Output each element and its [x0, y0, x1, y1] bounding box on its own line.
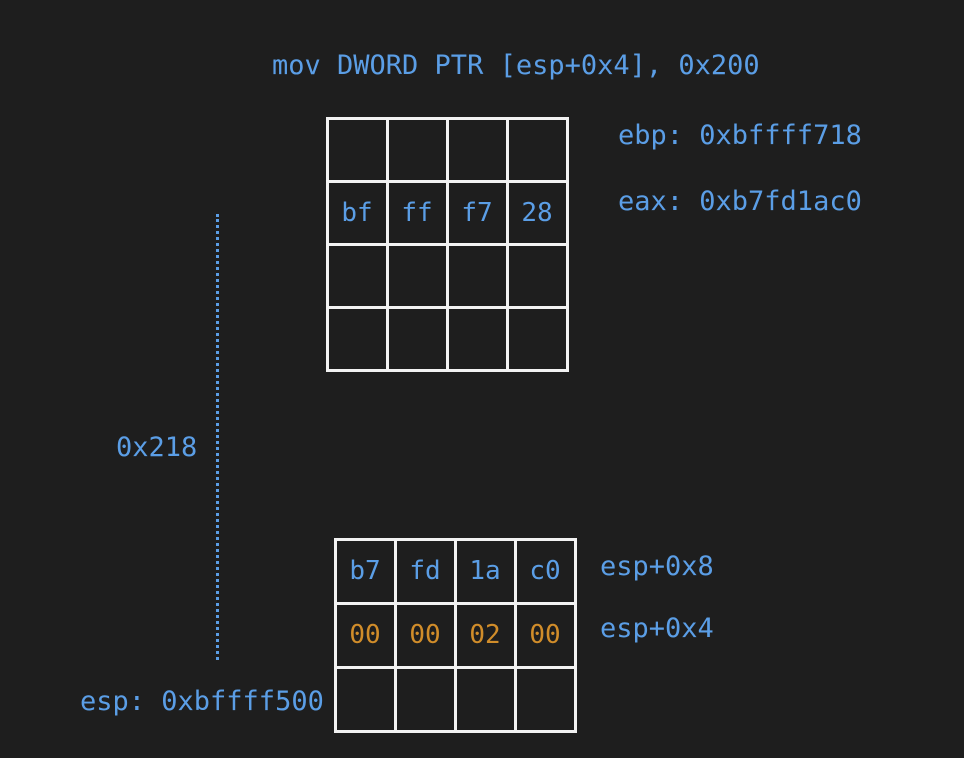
distance-dotted-line: [216, 214, 219, 660]
stack-cell: c0: [513, 537, 577, 605]
top-stack-grid: bf ff f7 28: [325, 116, 569, 372]
stack-cell: [393, 665, 457, 733]
stack-cell: [505, 116, 569, 183]
stack-cell: [445, 116, 509, 183]
stack-cell: b7: [333, 537, 397, 605]
stack-cell: [385, 305, 449, 372]
stack-cell: [325, 305, 389, 372]
stack-cell: f7: [445, 179, 509, 246]
stack-cell: [385, 242, 449, 309]
stack-cell: [445, 242, 509, 309]
written-byte-cell: 00: [333, 601, 397, 669]
written-byte-cell: 02: [453, 601, 517, 669]
written-byte-cell: 00: [513, 601, 577, 669]
stack-cell: [453, 665, 517, 733]
stack-cell: ff: [385, 179, 449, 246]
stack-cell: 28: [505, 179, 569, 246]
ebp-register-label: ebp: 0xbffff718: [618, 120, 862, 151]
stack-cell: [505, 242, 569, 309]
stack-cell: bf: [325, 179, 389, 246]
stack-cell: fd: [393, 537, 457, 605]
esp-register-label: esp: 0xbffff500: [80, 686, 324, 717]
bottom-stack-grid: b7 fd 1a c0 00 00 02 00: [333, 537, 577, 733]
stack-cell: [325, 242, 389, 309]
stack-cell: [333, 665, 397, 733]
esp-plus-4-label: esp+0x4: [600, 613, 714, 644]
written-byte-cell: 00: [393, 601, 457, 669]
instruction-text: mov DWORD PTR [esp+0x4], 0x200: [272, 50, 760, 81]
stack-cell: [445, 305, 509, 372]
eax-register-label: eax: 0xb7fd1ac0: [618, 186, 862, 217]
esp-plus-8-label: esp+0x8: [600, 551, 714, 582]
stack-cell: [385, 116, 449, 183]
stack-cell: [505, 305, 569, 372]
stack-cell: [513, 665, 577, 733]
distance-label: 0x218: [116, 432, 198, 463]
stack-cell: [325, 116, 389, 183]
stack-cell: 1a: [453, 537, 517, 605]
